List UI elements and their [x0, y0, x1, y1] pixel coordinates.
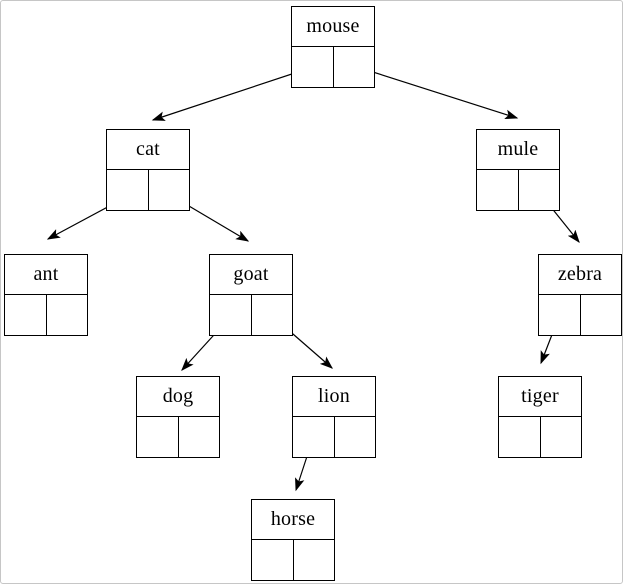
tree-node-goat: goat — [209, 254, 293, 336]
tree-node-cat: cat — [106, 129, 190, 211]
left-pointer-cell — [5, 295, 47, 335]
node-label: tiger — [499, 377, 581, 417]
tree-node-dog: dog — [136, 376, 220, 458]
pointer-row — [210, 295, 292, 335]
node-label: ant — [5, 255, 87, 295]
node-label: lion — [293, 377, 375, 417]
right-pointer-cell — [541, 417, 582, 457]
node-label: goat — [210, 255, 292, 295]
right-pointer-cell — [294, 540, 335, 580]
right-pointer-cell — [252, 295, 293, 335]
right-pointer-cell — [335, 417, 376, 457]
right-pointer-cell — [581, 295, 622, 335]
pointer-row — [292, 47, 374, 87]
pointer-row — [252, 540, 334, 580]
left-pointer-cell — [293, 417, 335, 457]
edge-mouse-right-to-mule — [353, 65, 519, 120]
left-pointer-cell — [539, 295, 581, 335]
tree-node-horse: horse — [251, 499, 335, 581]
left-pointer-cell — [499, 417, 541, 457]
tree-node-mule: mule — [476, 129, 560, 211]
left-pointer-cell — [210, 295, 252, 335]
pointer-row — [5, 295, 87, 335]
right-pointer-cell — [179, 417, 220, 457]
pointer-row — [107, 170, 189, 210]
node-label: mule — [477, 130, 559, 170]
left-pointer-cell — [137, 417, 179, 457]
edge-mouse-left-to-cat — [151, 66, 314, 121]
node-label: dog — [137, 377, 219, 417]
right-pointer-cell — [47, 295, 88, 335]
pointer-row — [539, 295, 621, 335]
pointer-row — [477, 170, 559, 210]
left-pointer-cell — [292, 47, 334, 87]
pointer-row — [293, 417, 375, 457]
node-label: horse — [252, 500, 334, 540]
right-pointer-cell — [334, 47, 375, 87]
node-label: mouse — [292, 7, 374, 47]
pointer-row — [137, 417, 219, 457]
tree-node-tiger: tiger — [498, 376, 582, 458]
tree-node-zebra: zebra — [538, 254, 622, 336]
tree-node-ant: ant — [4, 254, 88, 336]
pointer-row — [499, 417, 581, 457]
left-pointer-cell — [477, 170, 519, 210]
node-label: zebra — [539, 255, 621, 295]
node-label: cat — [107, 130, 189, 170]
left-pointer-cell — [252, 540, 294, 580]
tree-node-mouse: mouse — [291, 6, 375, 88]
left-pointer-cell — [107, 170, 149, 210]
right-pointer-cell — [519, 170, 560, 210]
right-pointer-cell — [149, 170, 190, 210]
tree-node-lion: lion — [292, 376, 376, 458]
